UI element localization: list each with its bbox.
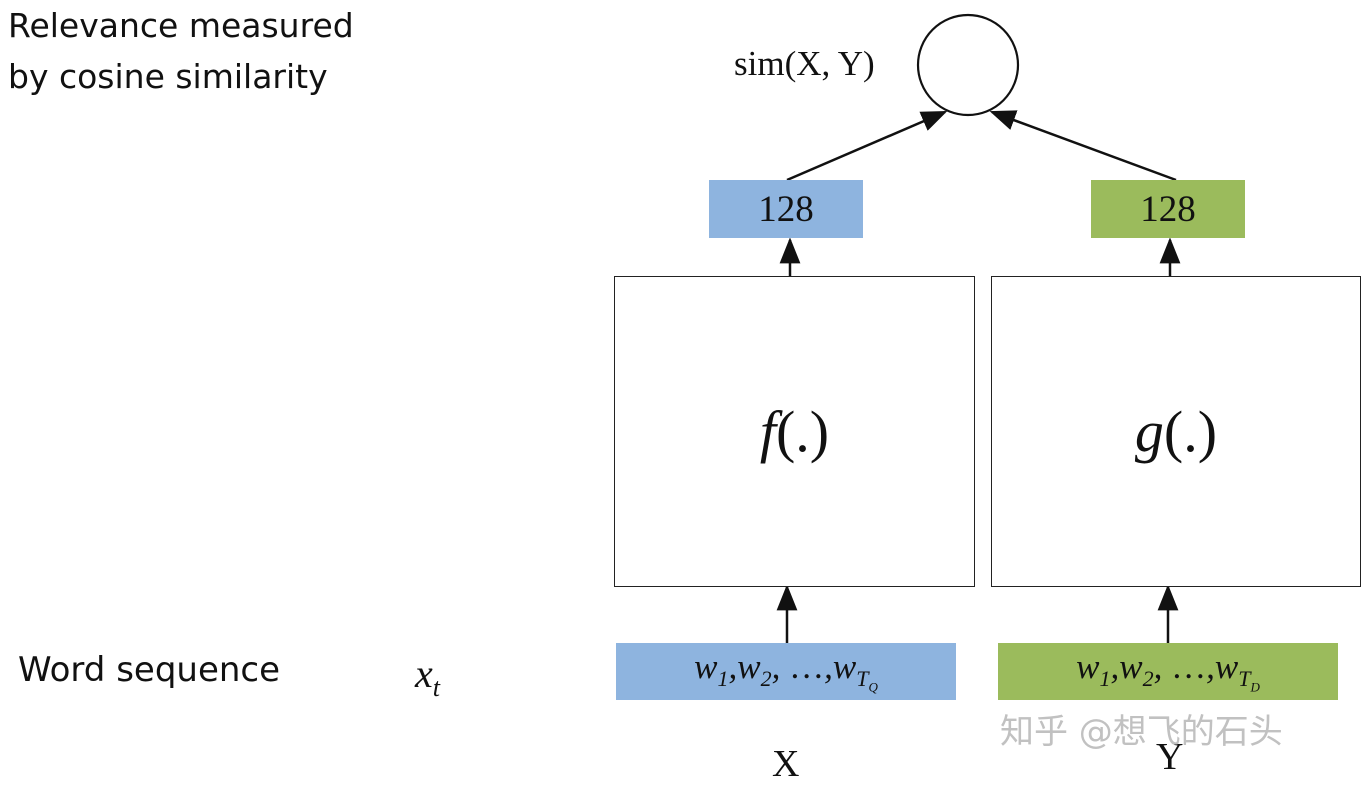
left-input-sequence: w1,w2, …,wTQ — [616, 643, 956, 700]
left-function-name: f — [759, 399, 776, 464]
left-function-label: f(.) — [760, 398, 829, 465]
right-function-args: (.) — [1163, 399, 1218, 464]
left-function-box: f(.) — [614, 276, 975, 587]
left-output-vector: 128 — [709, 180, 863, 238]
word-sequence-label: Word sequence — [18, 650, 281, 690]
similarity-node — [916, 13, 1020, 117]
right-input-sequence: w1,w2, …,wTD — [998, 643, 1338, 700]
left-output-vector-label: 128 — [758, 188, 814, 230]
caption-line-1: Relevance measured — [8, 6, 354, 45]
right-function-name: g — [1134, 399, 1164, 464]
watermark: 知乎 @想飞的石头 — [1000, 712, 1283, 752]
xt-label: xt — [415, 651, 440, 702]
right-output-vector: 128 — [1091, 180, 1245, 238]
left-input-sequence-text: w1,w2, …,wTQ — [694, 647, 878, 695]
similarity-label: sim(X, Y) — [734, 44, 875, 83]
caption-line-2: by cosine similarity — [8, 57, 328, 96]
right-input-sequence-text: w1,w2, …,wTD — [1076, 647, 1260, 695]
input-label-y: Y — [1156, 736, 1184, 778]
arrow-left-to-sim — [786, 110, 948, 182]
right-function-label: g(.) — [1135, 398, 1217, 465]
left-function-args: (.) — [775, 399, 830, 464]
arrow-right-to-sim — [989, 110, 1177, 182]
right-output-vector-label: 128 — [1140, 188, 1196, 230]
right-function-box: g(.) — [991, 276, 1361, 587]
input-label-x: X — [772, 743, 800, 785]
